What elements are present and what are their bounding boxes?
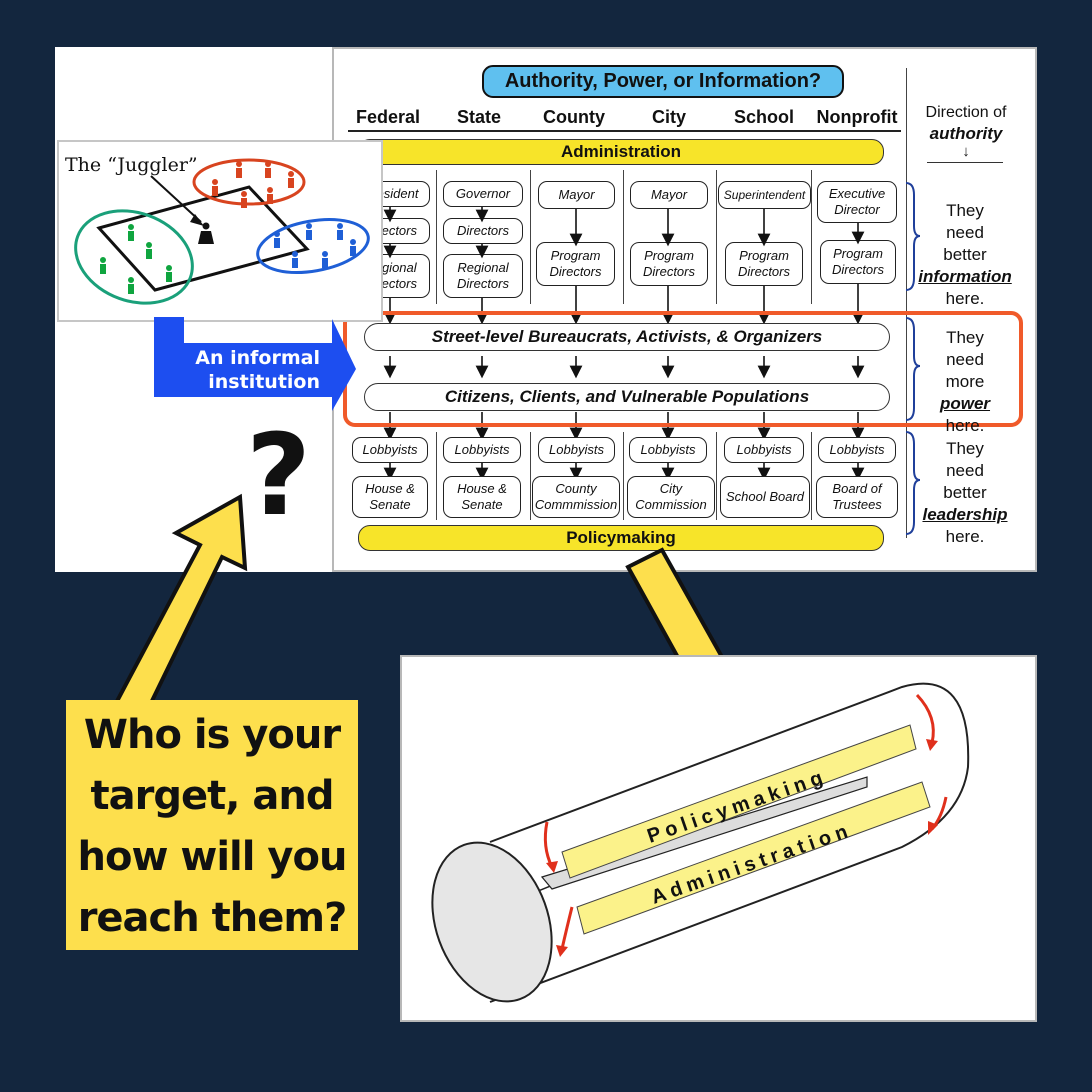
lobbyists-node: Lobbyists <box>818 437 896 463</box>
hierarchy-node: Program Directors <box>536 242 615 286</box>
hierarchy-node: Governor <box>443 181 523 207</box>
hierarchy-node: Superintendent <box>718 181 811 209</box>
column-header-nonprofit: Nonprofit <box>816 107 898 127</box>
juggler-diagram <box>74 158 370 305</box>
direction-underline <box>927 162 1003 163</box>
informal-institution-label: An informal institution <box>195 347 320 393</box>
side-note-information: They need better information here. <box>918 201 1012 308</box>
chart-title: Authority, Power, or Information? <box>482 65 844 98</box>
column-header-federal: Federal <box>355 107 421 127</box>
legislature-node: County Commmission <box>532 476 620 518</box>
citizens-band: Citizens, Clients, and Vulnerable Popula… <box>364 383 890 411</box>
column-divider <box>716 170 717 304</box>
hierarchy-node: Program Directors <box>820 240 896 284</box>
legislature-node: Board of Trustees <box>816 476 898 518</box>
juggler-inset: The “Juggler” <box>57 140 383 322</box>
policy-cylinder: Policymaking Administration <box>431 682 970 1003</box>
question-text: Who is your target, and how will you rea… <box>77 712 348 941</box>
column-header-school: School <box>733 107 794 127</box>
column-divider <box>530 170 531 304</box>
column-divider <box>716 432 717 520</box>
column-header-city: City <box>651 107 686 127</box>
street-level-band: Street-level Bureaucrats, Activists, & O… <box>364 323 890 351</box>
side-note-leadership: They need better leadership here. <box>922 439 1008 546</box>
column-header-state: State <box>456 107 501 127</box>
direction-arrow-icon: ↓ <box>962 143 970 160</box>
lobbyists-node: Lobbyists <box>538 437 615 463</box>
hierarchy-node: Mayor <box>538 181 615 209</box>
question-box: Who is your target, and how will you rea… <box>66 700 358 950</box>
lobbyists-node: Lobbyists <box>443 437 521 463</box>
question-mark: ? <box>246 411 311 541</box>
hierarchy-node: Regional Directors <box>443 254 523 298</box>
column-divider <box>811 432 812 520</box>
side-note-power: They need more power here. <box>939 328 991 435</box>
column-divider <box>436 170 437 304</box>
lobbyists-node: Lobbyists <box>724 437 804 463</box>
arrow-to-question-icon <box>111 493 248 707</box>
legislature-node: School Board <box>720 476 810 518</box>
column-divider <box>811 170 812 304</box>
column-divider <box>530 432 531 520</box>
hierarchy-node: Program Directors <box>725 242 803 286</box>
juggler-figure-icon <box>198 222 214 244</box>
column-header-county: County <box>543 107 605 127</box>
legislature-node: House & Senate <box>352 476 428 518</box>
hierarchy-node: Executive Director <box>817 181 897 223</box>
informal-institution-arrow-icon <box>154 317 356 411</box>
legislature-node: City Commission <box>627 476 715 518</box>
lobbyists-node: Lobbyists <box>352 437 428 463</box>
legislature-node: House & Senate <box>443 476 521 518</box>
hierarchy-node: Mayor <box>630 181 708 209</box>
hierarchy-node: Program Directors <box>630 242 708 286</box>
side-divider <box>906 68 907 538</box>
column-divider <box>623 170 624 304</box>
column-divider <box>623 432 624 520</box>
column-divider <box>436 432 437 520</box>
cylinder-panel: Policymaking Administration <box>400 655 1037 1022</box>
header-underline <box>348 130 901 132</box>
direction-label: Direction of authority ↓ <box>910 102 1022 160</box>
administration-bar: Administration <box>358 139 884 165</box>
juggler-label: The “Juggler” <box>65 154 198 176</box>
lobbyists-node: Lobbyists <box>629 437 707 463</box>
policymaking-bar: Policymaking <box>358 525 884 551</box>
